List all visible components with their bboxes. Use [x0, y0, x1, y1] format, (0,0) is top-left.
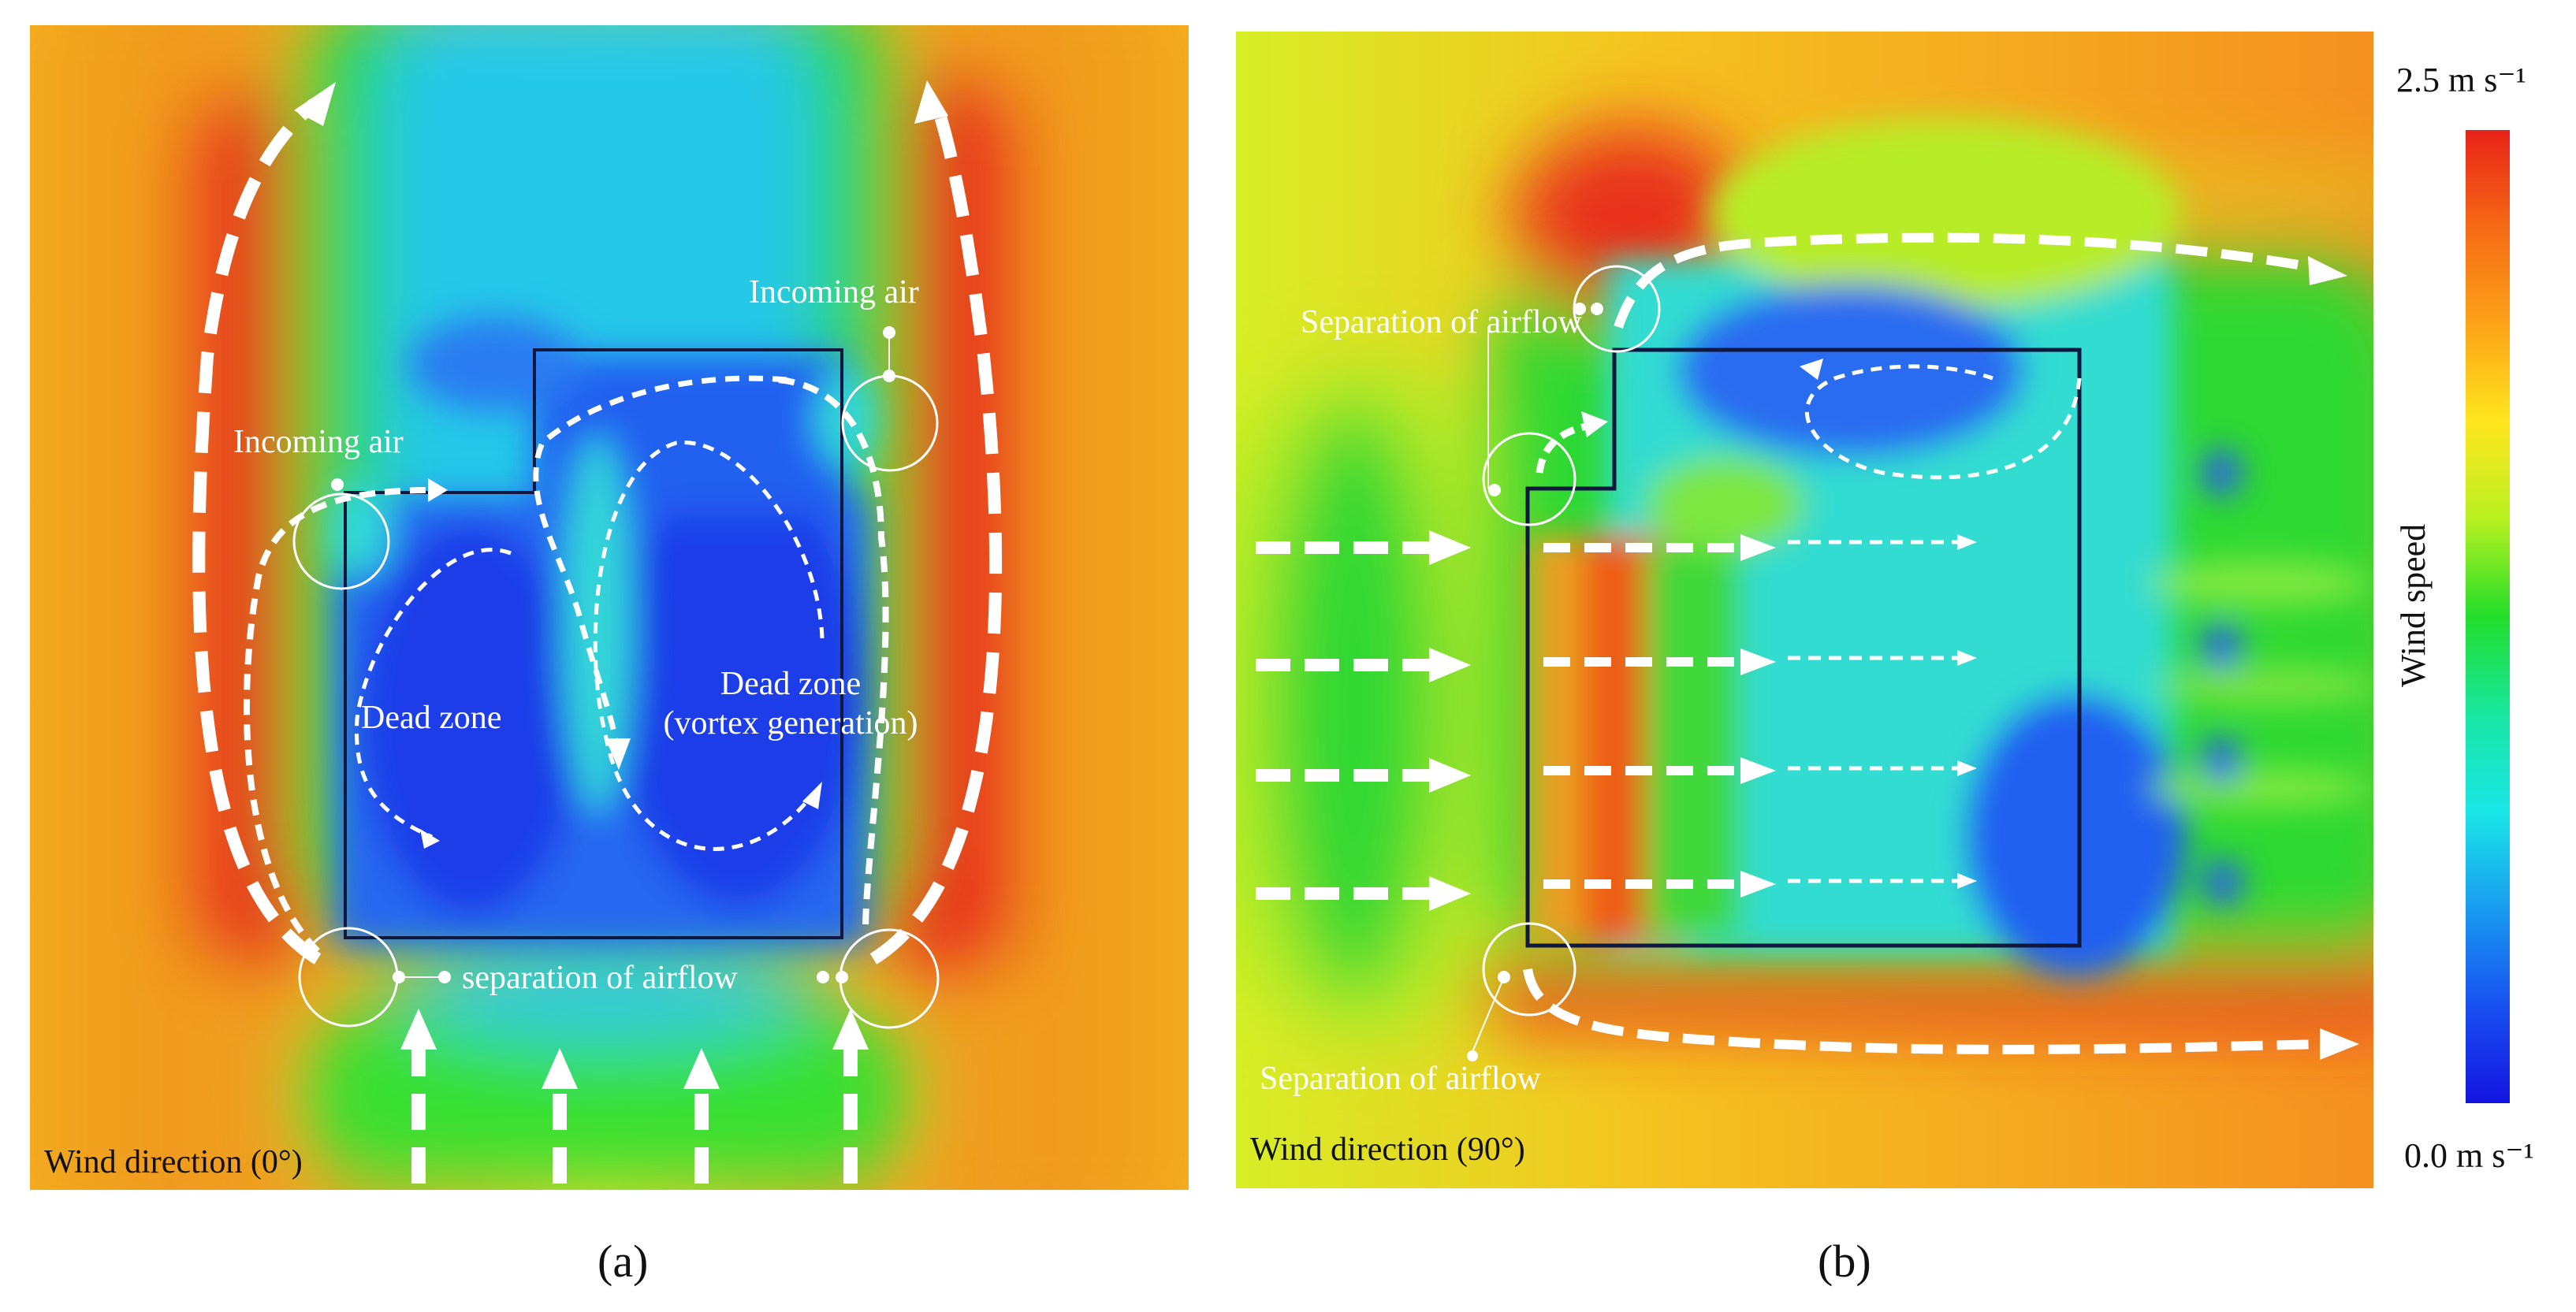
panel-b-flow-field: Separation of airflow Separation of airf… [1236, 32, 2373, 1188]
wind-direction-b: Wind direction (90°) [1250, 1132, 1525, 1168]
label-separation-top: Separation of airflow [1301, 304, 1582, 340]
label-dead-zone: Dead zone [361, 700, 502, 736]
incoming-wind-arrows [400, 1009, 869, 1184]
label-separation-bottom: Separation of airflow [1260, 1061, 1541, 1097]
colorbar-min-label: 0.0 m s⁻¹ [2404, 1136, 2534, 1175]
panel-a-flow-field: Incoming air Incoming air Dead zone Dead… [30, 25, 1189, 1190]
panel-b-wind-field [1236, 32, 2373, 1188]
colorbar-title: Wind speed [2394, 523, 2433, 687]
label-incoming-air-right: Incoming air [749, 274, 919, 310]
caption-a: (a) [597, 1236, 649, 1287]
caption-b: (b) [1818, 1236, 1871, 1287]
building-outline [1525, 348, 2082, 948]
colorbar-max-label: 2.5 m s⁻¹ [2396, 61, 2526, 99]
wind-direction-a: Wind direction (0°) [44, 1144, 303, 1180]
colorbar [2466, 130, 2510, 1103]
label-dead-zone-vortex-line1: Dead zone [720, 666, 862, 702]
arrow-head [294, 82, 336, 126]
label-separation-of-airflow: separation of airflow [462, 960, 738, 996]
label-incoming-air-left: Incoming air [233, 424, 404, 460]
label-dead-zone-vortex: Dead zone (vortex generation) [617, 667, 964, 740]
interior-flow-arrows [1543, 534, 1977, 898]
panel-a-wind-field [30, 25, 1189, 1190]
label-dead-zone-vortex-line2: (vortex generation) [663, 705, 918, 741]
incoming-wind-arrows [1256, 530, 1471, 911]
arrow-head [914, 80, 948, 124]
